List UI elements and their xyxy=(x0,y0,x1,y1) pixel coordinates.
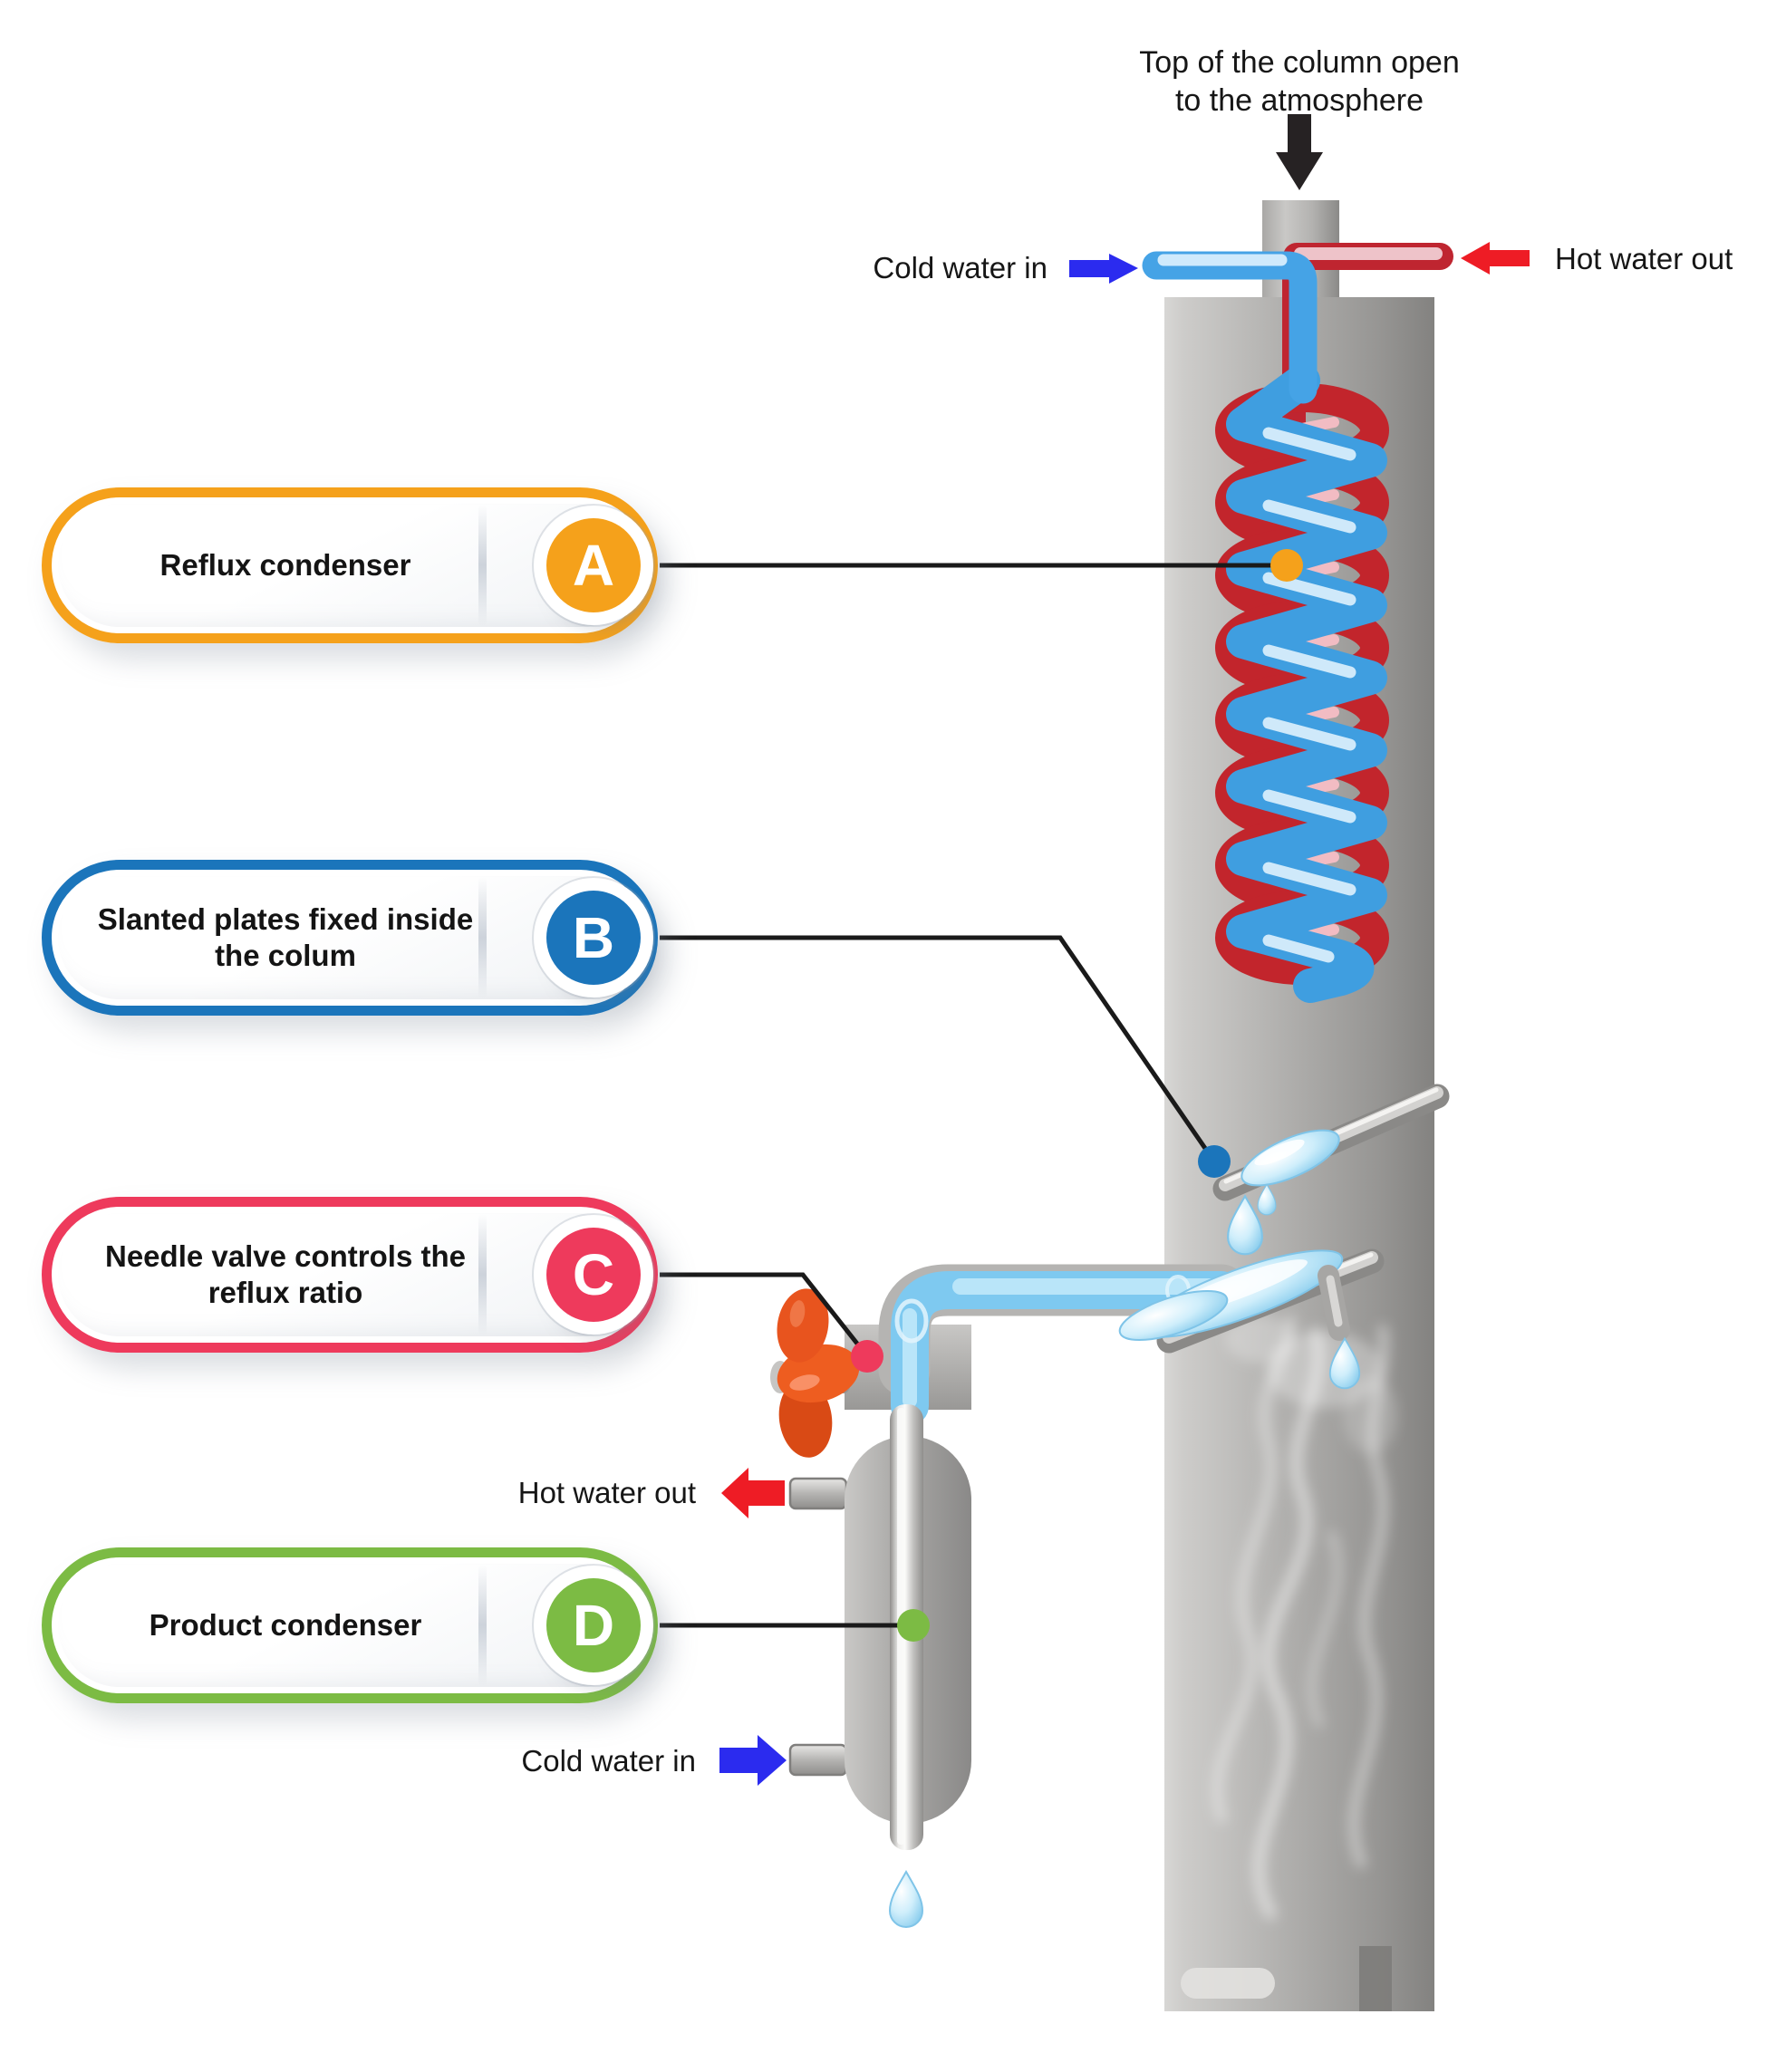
badge-b-letter: B xyxy=(546,891,641,985)
title-line-1: Top of the column open xyxy=(1139,45,1460,80)
badge-c-label-line: reflux ratio xyxy=(208,1276,363,1309)
label-cold-water-in-bottom: Cold water in xyxy=(521,1744,696,1778)
connectors xyxy=(660,563,1272,1628)
label-hot-water-out-top: Hot water out xyxy=(1555,242,1733,275)
water-shine xyxy=(1254,1139,1305,1166)
needle-valve xyxy=(770,1288,860,1458)
badge-b-label-line: the colum xyxy=(215,939,356,972)
valve-handle-highlight xyxy=(789,1374,820,1391)
badge-product-condenser: Product condenser D xyxy=(42,1547,658,1703)
hot-water-out-pipe xyxy=(1283,243,1453,270)
connector-dot-c xyxy=(851,1340,883,1373)
badge-a-label-line: Reflux condenser xyxy=(159,548,411,582)
badge-slanted-plates: Slanted plates fixed inside the colum B xyxy=(42,860,658,1016)
product-hot-water-arrow-icon xyxy=(721,1468,785,1518)
coil-blue-highlights xyxy=(1262,427,1356,963)
label-cold-water-in-top: Cold water in xyxy=(873,251,1047,284)
badge-d-label-line: Product condenser xyxy=(149,1608,422,1642)
badge-b-label: Slanted plates fixed inside the colum xyxy=(77,870,494,1006)
water-swirl xyxy=(894,1298,929,1344)
steam-wisps xyxy=(1212,1315,1397,1920)
badge-a-label: Reflux condenser xyxy=(77,497,494,633)
product-condenser xyxy=(788,1404,971,1928)
badge-separator xyxy=(478,877,487,998)
badge-separator xyxy=(478,1214,487,1335)
title-line-2: to the atmosphere xyxy=(1174,83,1424,118)
badge-separator xyxy=(478,1565,487,1686)
valve-handle-lobe xyxy=(777,1288,829,1363)
badge-d-letter: D xyxy=(546,1578,641,1672)
connector-dot-b xyxy=(1198,1145,1231,1178)
connector-line-c xyxy=(660,1272,869,1358)
badge-needle-valve: Needle valve controls the reflux ratio C xyxy=(42,1197,658,1353)
badge-d-label: Product condenser xyxy=(77,1557,494,1693)
water-on-upper-plate xyxy=(1241,1129,1340,1187)
label-hot-water-out-bottom: Hot water out xyxy=(517,1476,696,1509)
condenser-hot-stub xyxy=(788,1477,848,1510)
badge-a-letter: A xyxy=(546,518,641,612)
column-bottom-dark-patch xyxy=(1359,1946,1392,2011)
badge-c-label-line: Needle valve controls the xyxy=(105,1239,466,1273)
connector-dot-d xyxy=(897,1609,930,1642)
atmosphere-down-arrow-icon xyxy=(1276,114,1323,190)
badge-reflux-condenser: Reflux condenser A xyxy=(42,487,658,643)
column-bottom-highlight xyxy=(1181,1968,1275,1999)
water-on-lower-plate xyxy=(1118,1249,1344,1341)
product-takeoff-pipe xyxy=(878,1264,1248,1425)
lower-plate-stub xyxy=(1318,1265,1361,1390)
badge-separator xyxy=(478,505,487,626)
badge-c-label: Needle valve controls the reflux ratio xyxy=(77,1207,494,1343)
hot-water-out-arrow-icon xyxy=(1461,242,1530,275)
connector-dot-a xyxy=(1270,549,1303,582)
reflux-condenser-coil xyxy=(1215,254,1389,1003)
diagram-title: Top of the column open to the atmosphere xyxy=(1028,43,1571,120)
product-cold-water-arrow-icon xyxy=(719,1735,787,1786)
cold-water-in-pipe xyxy=(1142,251,1318,404)
condenser-cold-stub xyxy=(788,1743,848,1777)
cold-water-in-arrow-icon xyxy=(1069,254,1138,284)
badge-b-label-line: Slanted plates fixed inside xyxy=(97,902,474,936)
valve-handle-highlight xyxy=(789,1300,806,1327)
badge-c-letter: C xyxy=(546,1228,641,1322)
product-drop xyxy=(889,1871,923,1928)
connector-line-b xyxy=(660,935,1217,1163)
